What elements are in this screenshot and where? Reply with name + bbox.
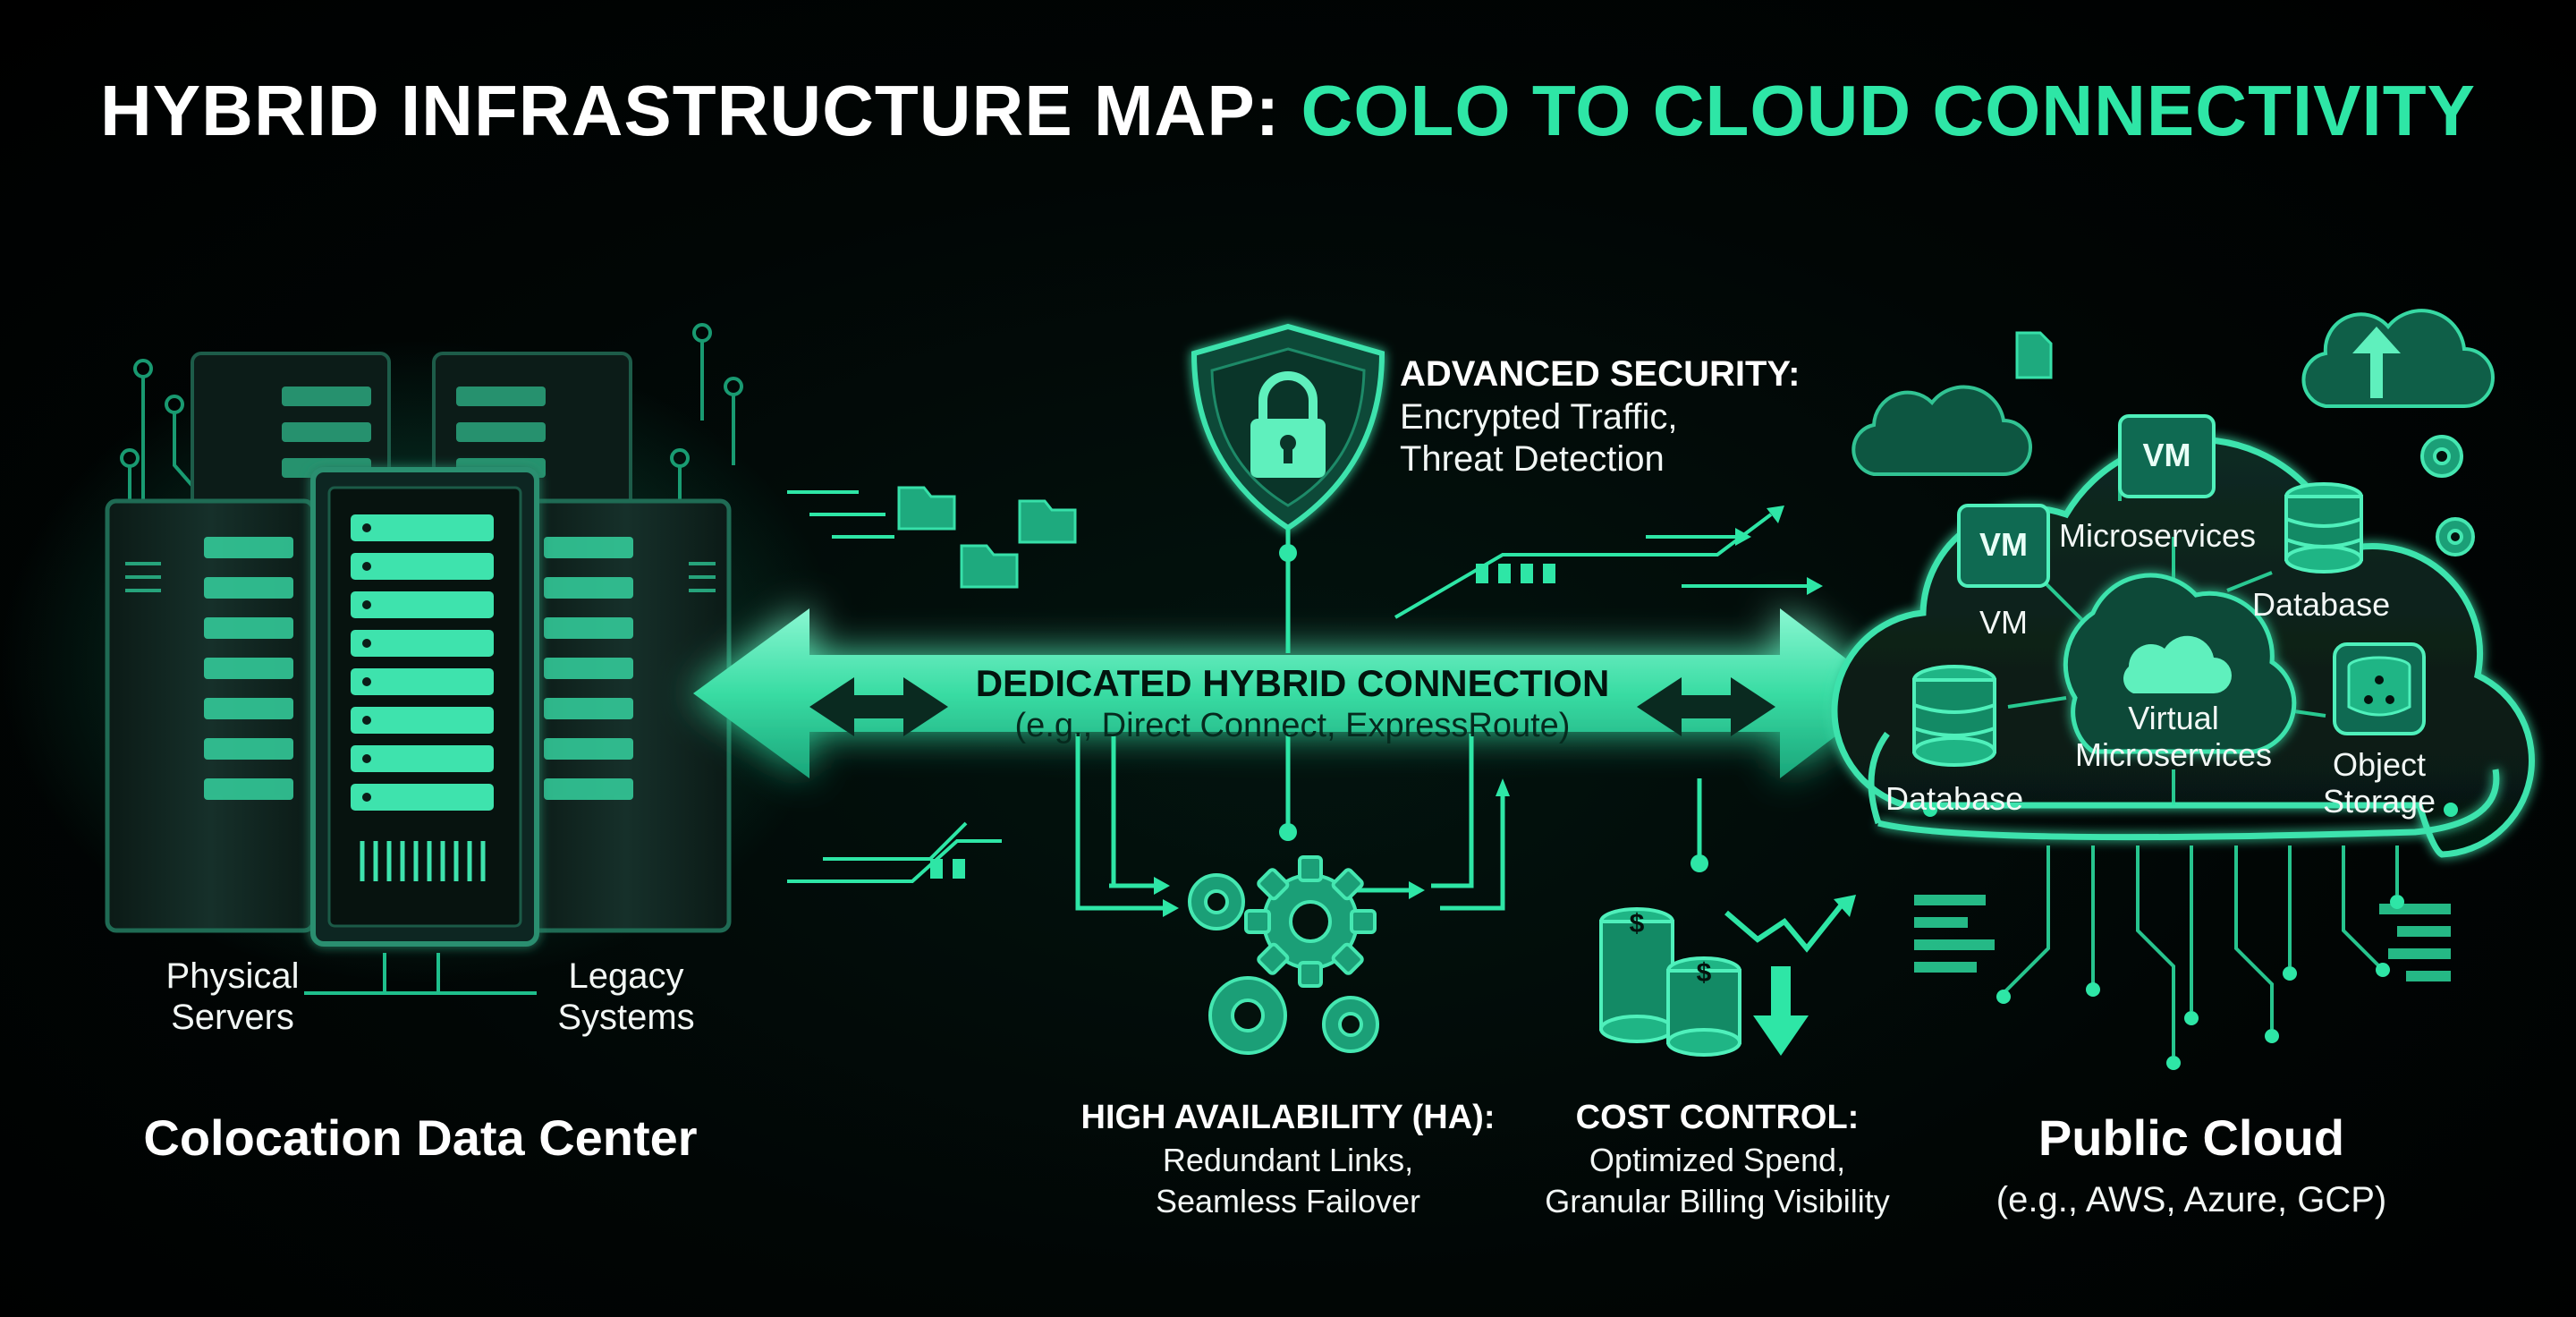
ha-line-1: Redundant Links, (1162, 1142, 1414, 1178)
server-racks (0, 323, 841, 995)
database-icon (2284, 482, 2363, 574)
vm-badge-top: VM (2142, 437, 2191, 473)
object-storage-icon (2333, 642, 2426, 735)
title-main: HYBRID INFRASTRUCTURE MAP: (100, 71, 1301, 150)
folder-icons (897, 486, 1077, 589)
public-cloud-heading: Public Cloud (2038, 1109, 2345, 1166)
database-icon-left (1912, 665, 1996, 767)
security-heading: ADVANCED SECURITY: (1400, 354, 1801, 394)
legacy-systems-label: Legacy Systems (557, 956, 695, 1037)
small-cloud-icon (1852, 385, 2032, 476)
vm-label: VM (1979, 604, 2028, 641)
security-shield (1191, 323, 1385, 653)
public-cloud-graphic (1831, 309, 2535, 1070)
colocation-heading: Colocation Data Center (143, 1109, 698, 1166)
physical-servers-label: Physical Servers (165, 956, 300, 1037)
ha-line-2: Seamless Failover (1155, 1183, 1421, 1219)
database-top-label: Database (2252, 586, 2391, 623)
connection-subtitle: (e.g., Direct Connect, ExpressRoute) (1014, 707, 1571, 744)
title-accent: COLO TO CLOUD CONNECTIVITY (1301, 71, 2476, 150)
virtual-microservices-icon (2063, 573, 2297, 754)
database-left-label: Database (1885, 780, 2024, 817)
vm-icon (1957, 414, 2216, 588)
svg-text:$: $ (1697, 958, 1712, 988)
security-line-1: Encrypted Traffic, (1400, 397, 1678, 437)
microservices-label: Microservices (2059, 517, 2257, 554)
gear-icon (1244, 855, 1377, 988)
security-line-2: Threat Detection (1400, 439, 1665, 479)
cloud-upload-icon (2301, 309, 2495, 408)
public-cloud-subtitle: (e.g., AWS, Azure, GCP) (1996, 1180, 2387, 1219)
cost-control-graphic: $ $ (1599, 778, 1856, 1057)
ha-heading: HIGH AVAILABILITY (HA): (1080, 1099, 1496, 1136)
connection-heading: DEDICATED HYBRID CONNECTION (975, 662, 1610, 704)
virtual-microservices-label: Virtual Microservices (2074, 700, 2273, 774)
vm-badge-left: VM (1979, 526, 2028, 563)
svg-text:$: $ (1630, 909, 1645, 939)
object-storage-label: Object Storage (2322, 746, 2436, 820)
cost-heading: COST CONTROL: (1575, 1099, 1860, 1136)
ha-gears (1075, 734, 1510, 1055)
trend-down-icon (1724, 895, 1856, 1056)
page-title: HYBRID INFRASTRUCTURE MAP: COLO TO CLOUD… (0, 70, 2576, 152)
padlock-icon (1250, 371, 1326, 478)
cost-line-1: Optimized Spend, (1589, 1142, 1846, 1178)
dollar-icon (1599, 907, 1741, 1057)
hybrid-connection-band (693, 608, 1892, 778)
cost-line-2: Granular Billing Visibility (1545, 1183, 1890, 1219)
